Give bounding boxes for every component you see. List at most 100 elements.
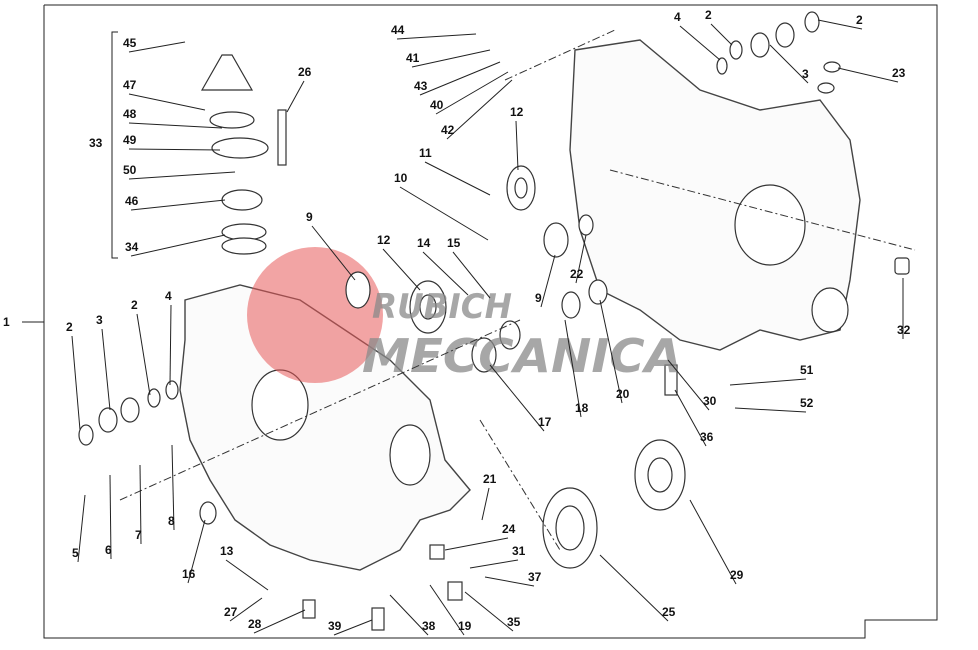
part-label-19: 19 (458, 619, 472, 633)
part-label-34: 34 (125, 240, 139, 254)
bracket-33 (111, 31, 118, 259)
leader-line-31 (469, 559, 519, 569)
leader-line-4 (169, 304, 172, 386)
leader-line-4 (679, 25, 721, 61)
leader-line-28 (253, 609, 306, 634)
part-label-22: 22 (570, 267, 584, 281)
leader-line-3 (101, 328, 111, 411)
leader-line-36 (674, 389, 707, 447)
part-label-1: 1 (3, 315, 10, 329)
leader-line-17 (489, 364, 545, 432)
diagram-border (43, 4, 938, 639)
part-label-8: 8 (168, 514, 175, 528)
part-label-4: 4 (674, 10, 681, 24)
part-label-11: 11 (419, 146, 432, 160)
part-label-26: 26 (298, 65, 312, 79)
leader-line-23 (837, 67, 899, 83)
part-label-47: 47 (123, 78, 137, 92)
parts-group (78, 11, 910, 631)
part-label-10: 10 (394, 171, 408, 185)
part-label-30: 30 (703, 394, 717, 408)
part-label-52: 52 (800, 396, 814, 410)
left-case-bore-2 (389, 424, 431, 486)
leader-line-2 (710, 23, 733, 46)
part-label-42: 42 (441, 123, 455, 137)
part-label-9: 9 (306, 210, 313, 224)
leader-line-30 (667, 359, 710, 411)
part-label-4: 4 (165, 289, 172, 303)
leader-line-12 (382, 248, 421, 291)
part-label-2: 2 (66, 320, 73, 334)
part-label-21: 21 (483, 472, 497, 486)
leader-line-24 (444, 537, 509, 551)
part-label-35: 35 (507, 615, 521, 629)
part-label-25: 25 (662, 605, 676, 619)
leader-line-2 (71, 335, 81, 431)
part-label-23: 23 (892, 66, 906, 80)
part-label-43: 43 (414, 79, 428, 93)
part-label-18: 18 (575, 401, 589, 415)
part-label-27: 27 (224, 605, 238, 619)
part-label-15: 15 (447, 236, 461, 250)
part-label-16: 16 (182, 567, 196, 581)
leader-line-20 (599, 299, 623, 404)
leader-line-44 (396, 33, 477, 40)
leader-line-10 (399, 186, 489, 241)
leader-line-7 (139, 464, 142, 545)
leader-line-25 (599, 554, 669, 622)
part-label-28: 28 (248, 617, 262, 631)
leader-line-38 (389, 594, 429, 636)
leader-line-41 (411, 49, 491, 68)
leader-line-19 (429, 584, 465, 636)
leader-line-18 (564, 319, 582, 418)
leader-line-3 (769, 44, 809, 84)
leader-line-2 (136, 313, 151, 396)
leader-line-15 (452, 251, 491, 299)
part-label-36: 36 (700, 430, 714, 444)
part-label-29: 29 (730, 568, 744, 582)
part-label-33: 33 (89, 136, 103, 150)
leader-line-34 (130, 234, 226, 257)
part-label-7: 7 (135, 528, 142, 542)
part-label-9: 9 (535, 291, 542, 305)
leader-line-50 (128, 171, 236, 180)
leader-line-51 (729, 378, 807, 386)
leader-line-45 (128, 41, 186, 53)
leader-line-22 (575, 234, 587, 284)
part-label-3: 3 (802, 67, 809, 81)
leader-line-11 (424, 161, 491, 196)
part-label-6: 6 (105, 543, 112, 557)
leader-line-26 (286, 80, 305, 113)
leader-line-13 (225, 559, 269, 591)
part-label-37: 37 (528, 570, 542, 584)
part-label-14: 14 (417, 236, 431, 250)
leader-line-37 (484, 576, 535, 587)
part-label-32: 32 (897, 323, 911, 337)
part-label-49: 49 (123, 133, 137, 147)
watermark-line1: RUBICH (372, 287, 512, 327)
part-label-39: 39 (328, 619, 342, 633)
part-label-20: 20 (616, 387, 630, 401)
part-label-38: 38 (422, 619, 436, 633)
leader-line-16 (187, 519, 206, 584)
part-label-2: 2 (131, 298, 138, 312)
leader-line-29 (689, 499, 737, 585)
leader-line-12 (515, 120, 519, 171)
leader-line-21 (481, 487, 490, 521)
leader-line-43 (419, 61, 501, 96)
leader-line-47 (128, 93, 206, 111)
leader-line-8 (171, 444, 175, 531)
part-label-17: 17 (538, 415, 552, 429)
leader-line-49 (128, 148, 221, 151)
leader-line-35 (464, 591, 514, 632)
leader-line-40 (435, 71, 509, 115)
part-label-46: 46 (125, 194, 139, 208)
part-label-13: 13 (220, 544, 234, 558)
leader-line-48 (128, 122, 223, 129)
part-label-2: 2 (856, 13, 863, 27)
leader-line-6 (109, 474, 112, 560)
part-label-5: 5 (72, 546, 79, 560)
part-label-31: 31 (512, 544, 526, 558)
